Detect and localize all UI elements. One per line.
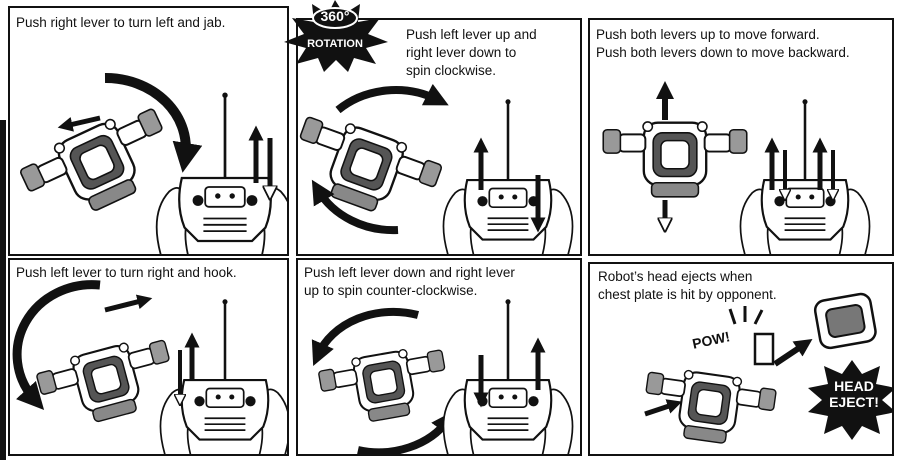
rotation-badge: 360° ROTATION [280, 0, 390, 72]
caption-line: up to spin counter-clockwise. [304, 282, 515, 300]
caption: Push right lever to turn left and jab. [16, 14, 225, 32]
caption-line: right lever down to [406, 44, 537, 62]
caption-line: chest plate is hit by opponent. [598, 286, 777, 304]
rotation-arrow-icon [318, 312, 418, 355]
panel-turn-right-hook: Push left lever to turn right and hook. [8, 258, 289, 456]
panel-forward-backward: Push both levers up to move forward. Pus… [588, 18, 894, 256]
caption-line: Push right lever to turn left and jab. [16, 14, 225, 32]
rotation-360-label: 360° [280, 8, 390, 24]
panel-spin-counter-clockwise: Push left lever down and right lever up … [296, 258, 582, 456]
robot-icon [10, 260, 289, 456]
robot-icon [10, 8, 289, 256]
head-eject-badge: HEAD EJECT! [818, 378, 890, 410]
caption-line: Push both levers down to move backward. [596, 44, 850, 62]
caption: Push both levers up to move forward. Pus… [596, 26, 850, 62]
caption-line: Push both levers up to move forward. [596, 26, 850, 44]
caption: Push left lever down and right lever up … [304, 264, 515, 300]
head-eject-line: EJECT! [818, 394, 890, 410]
caption-line: Push left lever up and [406, 26, 537, 44]
panel-head-eject: POW! HEAD EJECT! Robot’s head ejects whe… [588, 262, 894, 456]
left-edge-bar [0, 120, 6, 460]
caption-line: Robot’s head ejects when [598, 268, 777, 286]
rotation-label: ROTATION [280, 38, 390, 50]
caption-line: Push left lever to turn right and hook. [16, 264, 237, 282]
caption-line: spin clockwise. [406, 62, 537, 80]
caption-line: Push left lever down and right lever [304, 264, 515, 282]
caption: Push left lever to turn right and hook. [16, 264, 237, 282]
panel-turn-left-jab: Push right lever to turn left and jab. [8, 6, 289, 256]
caption: Robot’s head ejects when chest plate is … [598, 268, 777, 304]
head-eject-line: HEAD [818, 378, 890, 394]
caption: Push left lever up and right lever down … [406, 26, 537, 80]
rotation-arrow-icon [338, 90, 438, 110]
